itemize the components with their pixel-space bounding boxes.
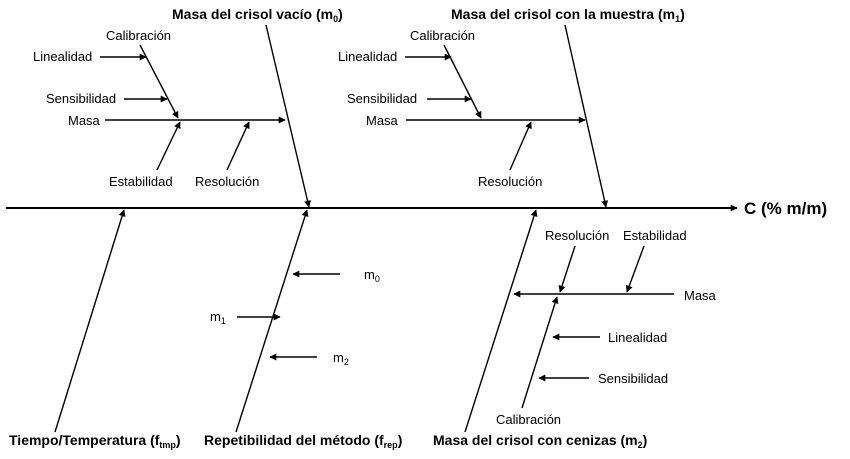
m2-resolucion-label: Resolución bbox=[545, 228, 609, 243]
category-m0-bone bbox=[265, 24, 311, 208]
rep-m0-label: m0 bbox=[364, 267, 380, 284]
category-rep-bone bbox=[235, 209, 309, 433]
category-m1-label: Masa del crisol con la muestra (m1) bbox=[451, 6, 685, 24]
m0-sensibilidad-label: Sensibilidad bbox=[46, 91, 116, 106]
m0-calibracion-label: Calibración bbox=[106, 28, 171, 43]
m0-masa-label: Masa bbox=[68, 113, 101, 128]
m2-estabilidad-arrow bbox=[625, 245, 645, 293]
category-tmp-bone bbox=[54, 209, 126, 433]
m1-masa-label: Masa bbox=[366, 113, 399, 128]
category-m1-bone bbox=[564, 24, 609, 208]
m2-estabilidad-label: Estabilidad bbox=[623, 228, 687, 243]
category-m0-label: Masa del crisol vacío (m0) bbox=[172, 6, 343, 24]
m1-sensibilidad-label: Sensibilidad bbox=[347, 91, 417, 106]
m2-calibracion-label: Calibración bbox=[496, 412, 561, 427]
m2-calibracion-arrow bbox=[521, 296, 559, 409]
category-rep-label: Repetibilidad del método (frep) bbox=[204, 432, 402, 450]
m2-masa-label: Masa bbox=[684, 288, 717, 303]
effect-label: C (% m/m) bbox=[744, 199, 827, 218]
m1-resolucion-arrow bbox=[509, 121, 532, 171]
m0-estabilidad-arrow bbox=[156, 121, 181, 171]
category-m2-label: Masa del crisol con cenizas (m2) bbox=[433, 432, 647, 450]
rep-m2-label: m2 bbox=[333, 350, 349, 367]
m0-estabilidad-label: Estabilidad bbox=[109, 174, 173, 189]
m2-resolucion-arrow bbox=[558, 245, 576, 293]
m1-resolucion-label: Resolución bbox=[478, 174, 542, 189]
category-m2-bone bbox=[464, 209, 538, 433]
m0-resolucion-label: Resolución bbox=[195, 174, 259, 189]
category-tmp-label: Tiempo/Temperatura (ftmp) bbox=[9, 432, 181, 450]
m2-sensibilidad-label: Sensibilidad bbox=[598, 371, 668, 386]
m1-linealidad-label: Linealidad bbox=[338, 49, 397, 64]
m0-linealidad-label: Linealidad bbox=[33, 49, 92, 64]
m1-calibracion-arrow bbox=[443, 44, 482, 119]
m0-resolucion-arrow bbox=[226, 121, 250, 171]
m1-calibracion-label: Calibración bbox=[410, 28, 475, 43]
m2-linealidad-label: Linealidad bbox=[608, 330, 667, 345]
m0-calibracion-arrow bbox=[139, 44, 179, 119]
rep-m1-label: m1 bbox=[210, 309, 226, 326]
